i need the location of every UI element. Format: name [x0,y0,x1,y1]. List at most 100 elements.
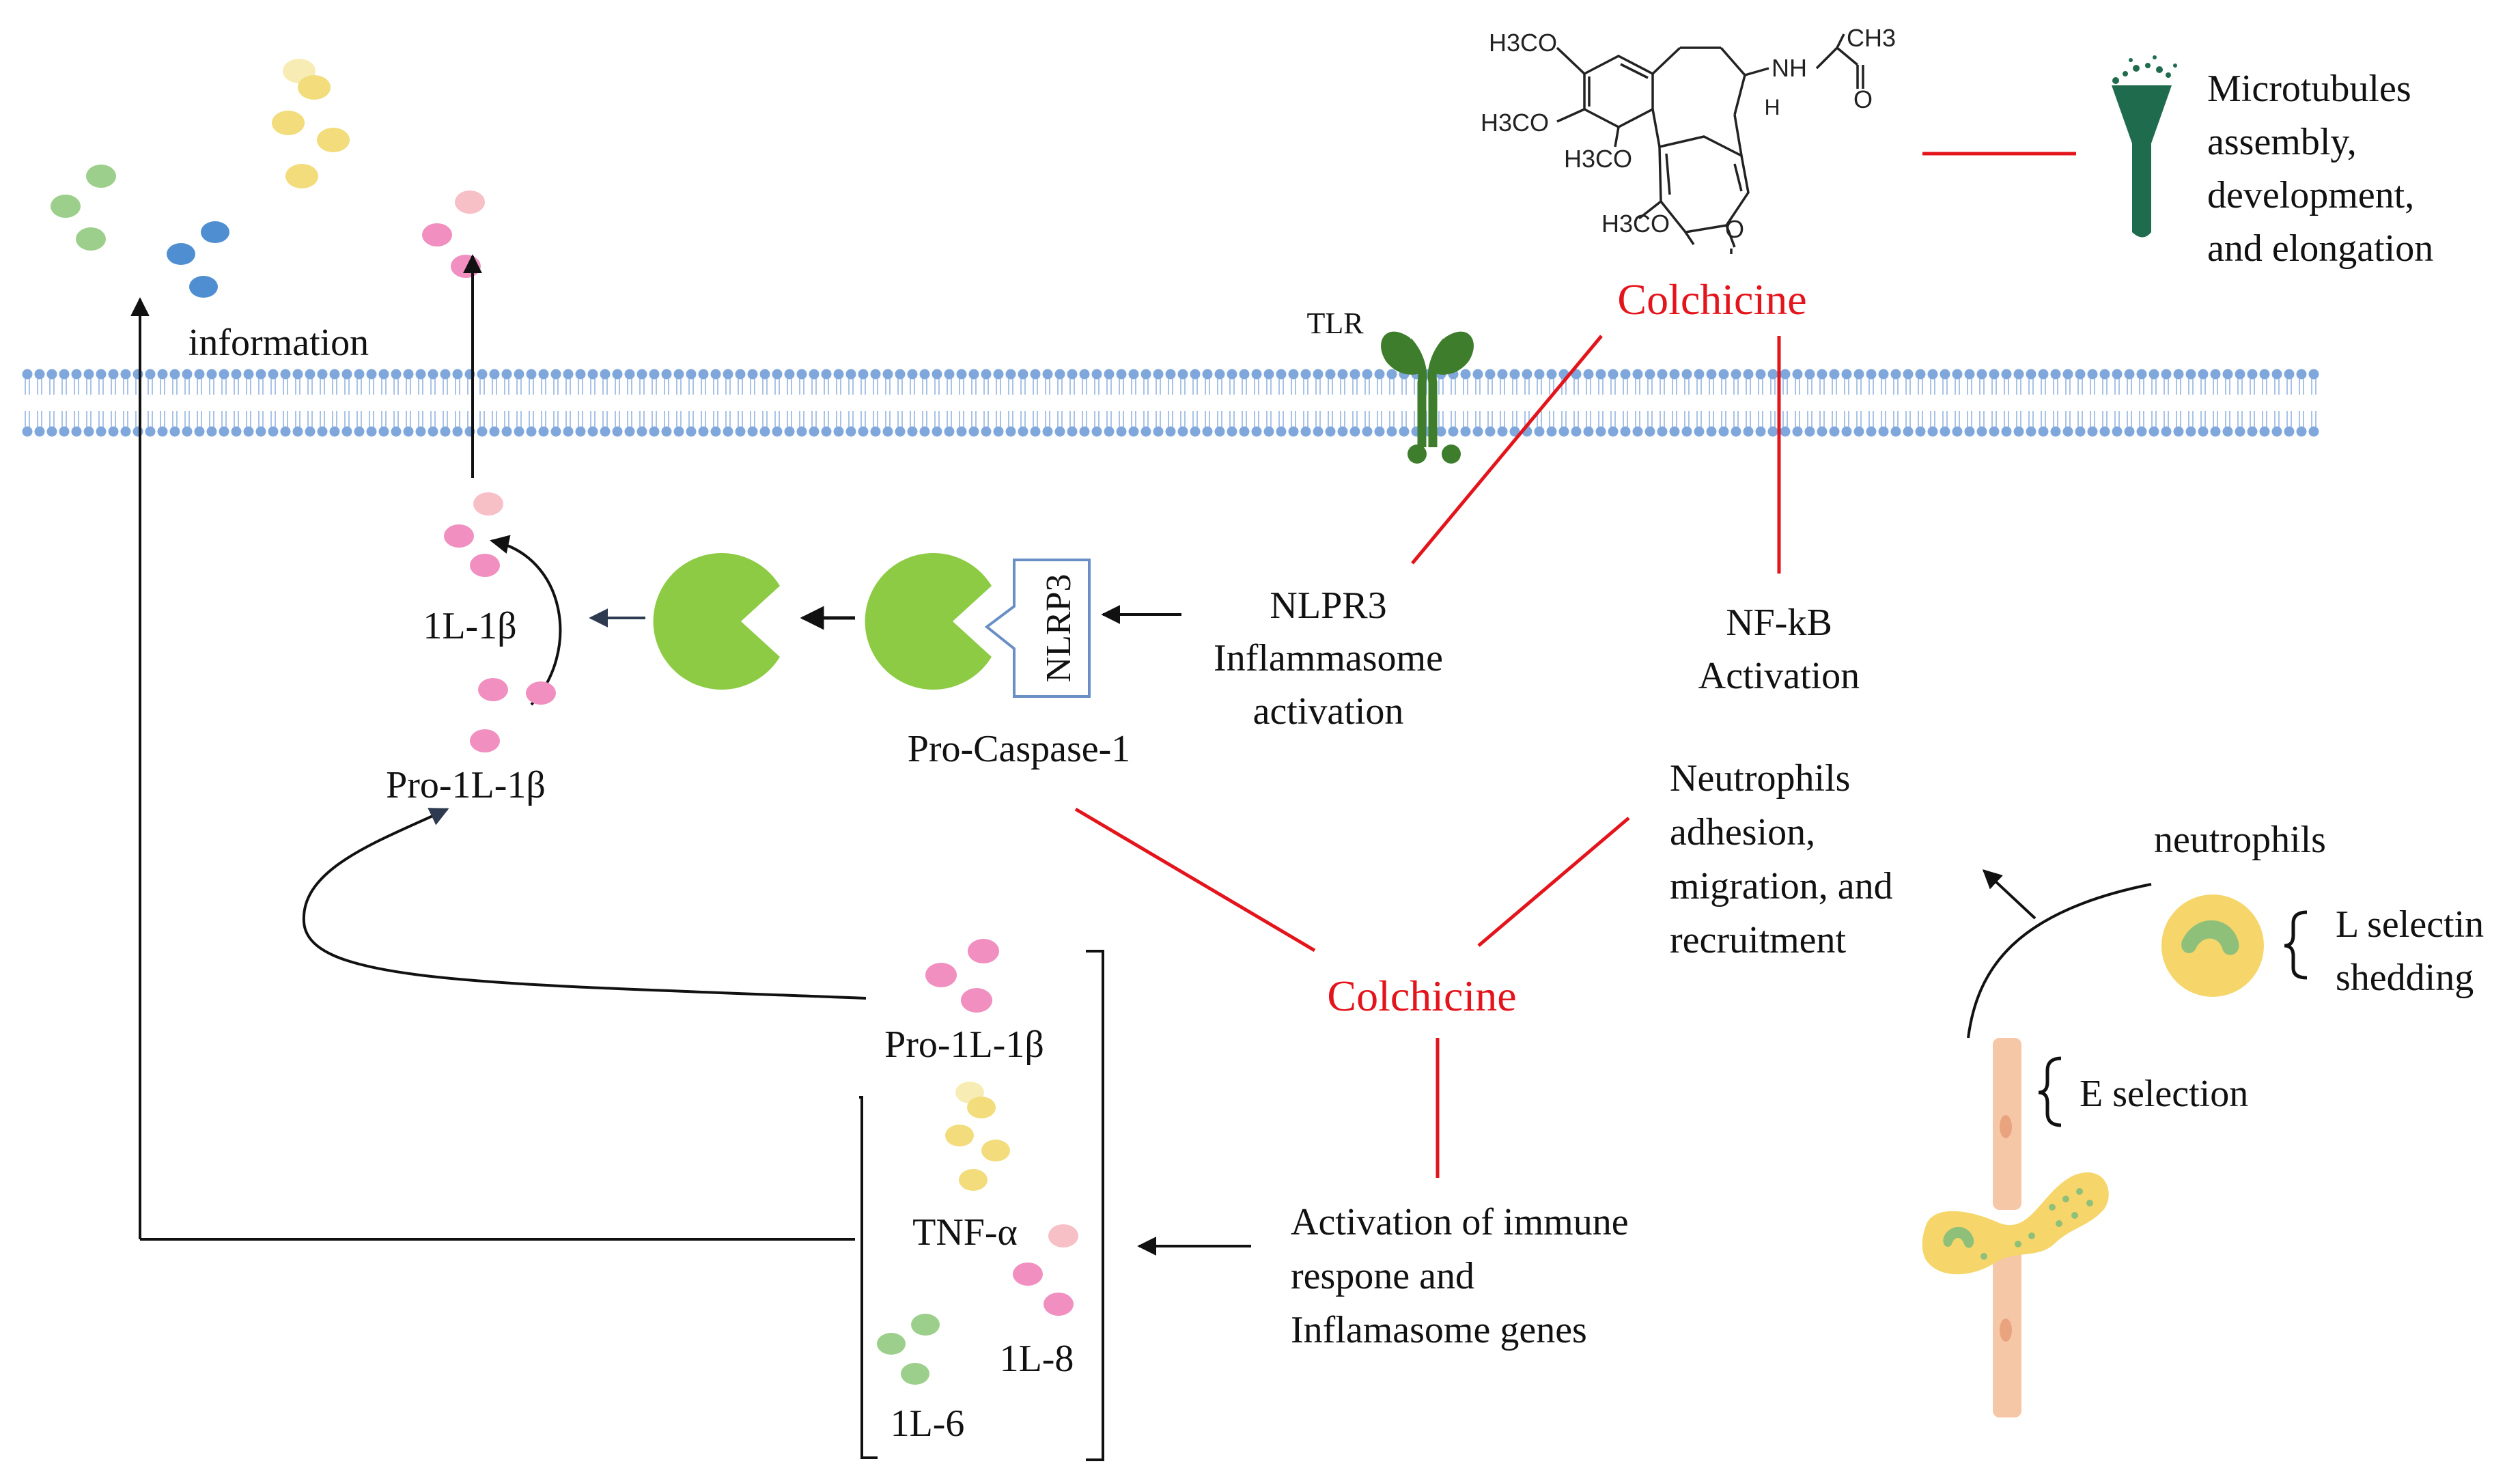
tlr-receptor-icon [1381,331,1474,464]
methyl-group: CH3 [1847,24,1896,52]
pink-cytokine [470,729,500,752]
pro-caspase-label: Pro-Caspase-1 [908,728,1131,770]
nlrp3-box: NLRP3 [984,559,1091,698]
pink-cytokine [1013,1263,1043,1286]
stereo-hydrogen: H [1764,95,1780,119]
pink-cytokine [478,678,508,701]
nlrp3-box-label: NLRP3 [1039,574,1078,683]
pro-il1b-lower-cluster [925,939,999,1013]
colchicine-structure-icon [1556,33,1864,254]
pink-cytokine [961,988,992,1013]
l-selectin-label: L selectin shedding [2336,903,2484,999]
l-selectin-brace [2284,910,2308,980]
cytokine-bracket [859,950,1104,1461]
svg-text:recruitment: recruitment [1670,919,1847,961]
svg-text:Neutrophils: Neutrophils [1670,757,1850,800]
cell-membrane [22,369,2319,437]
green-cytokine [86,165,116,188]
pro-caspase-icon [865,553,992,690]
microtubule-icon [2112,55,2177,238]
extracellular-cytokines [51,59,485,298]
pro-il1b-lower-label: Pro-1L-1β [884,1024,1044,1066]
endothelial-cell-icon [1922,1038,2109,1417]
pink-cytokine [473,492,503,516]
svg-text:Inflamasome genes: Inflamasome genes [1291,1309,1587,1351]
methoxy-group: H3CO [1481,109,1549,137]
nfkb-activation-label: NF-kB Activation [1698,602,1860,697]
neutrophil-recruitment-arrow [1982,869,2036,920]
blue-cytokine [201,221,229,243]
yellow-cytokine [945,1125,974,1146]
microtubules-label: Microtubules assembly, development, and … [2207,68,2433,270]
methoxy-group: H3CO [1489,29,1557,57]
neutrophil-inhibition-line [1477,817,1630,947]
e-selection-label: E selection [2080,1073,2248,1115]
caspase-icon [653,553,780,690]
caspase-inhibition-line [1074,807,1316,953]
methoxy-group: H3CO [1564,145,1632,173]
blue-cytokine [167,243,195,265]
svg-text:Microtubules: Microtubules [2207,68,2411,110]
ketone-oxygen: O [1725,215,1744,243]
pink-cytokine [422,223,452,246]
svg-text:adhesion,: adhesion, [1670,811,1815,854]
neutrophils-process-label: Neutrophils adhesion, migration, and rec… [1670,757,1893,961]
il1b-label: 1L-1β [423,605,516,647]
e-selection-brace [2038,1056,2062,1127]
neutrophil-cell-icon [2161,894,2264,997]
svg-text:and elongation: and elongation [2207,227,2433,270]
pink-cytokine [455,191,485,214]
green-cytokine [76,227,106,251]
neutrophils-label: neutrophils [2154,819,2326,861]
pink-cytokine [925,963,957,987]
colchicine-structure-text: H3CO H3CO H3CO H3CO NH CH3 O O H [1481,24,1896,243]
colchicine-top-label: Colchicine [1617,275,1806,324]
yellow-cytokine [981,1140,1010,1161]
svg-text:development,: development, [2207,174,2414,216]
pink-cytokine [470,554,500,577]
pro-il1b-transport-arrow [302,808,867,1000]
nlrp3-inhibition-line [1411,335,1603,565]
immune-activation-label: Activation of immune respone and Inflama… [1291,1201,1629,1351]
amide-group: NH [1772,54,1807,82]
svg-text:shedding: shedding [2336,957,2474,999]
svg-text:Activation: Activation [1698,655,1860,697]
methoxy-group: H3CO [1601,210,1670,238]
svg-text:migration, and: migration, and [1670,865,1893,907]
tnf-cluster [945,1082,1010,1191]
svg-text:NF-kB: NF-kB [1726,602,1832,644]
pink-cytokine [451,255,481,278]
green-cytokine [877,1333,906,1355]
il8-cluster [1013,1224,1078,1316]
il1b-cluster [444,492,503,577]
nlrp3-activation-label: NLPR3 Inflammasome activation [1214,584,1443,733]
svg-text:L selectin: L selectin [2336,903,2484,946]
pink-cytokine [1048,1224,1078,1247]
pro-il1b-upper-label: Pro-1L-1β [386,764,546,806]
green-cytokine [51,195,81,218]
yellow-cytokine [298,75,331,100]
green-cytokine [911,1314,940,1336]
il6-label: 1L-6 [891,1402,965,1445]
yellow-cytokine [967,1097,996,1118]
pink-cytokine [968,939,999,963]
svg-text:NLPR3: NLPR3 [1270,584,1386,627]
il6-cluster [877,1314,940,1385]
svg-text:activation: activation [1253,690,1404,733]
yellow-cytokine [285,164,318,188]
yellow-cytokine [272,111,305,135]
blue-cytokine [189,276,218,298]
yellow-cytokine [317,128,350,152]
pink-cytokine [526,681,556,705]
green-cytokine [901,1363,929,1385]
il8-label: 1L-8 [1000,1338,1074,1380]
yellow-cytokine [959,1169,988,1191]
carbonyl-oxygen: O [1853,85,1873,113]
tlr-label: TLR [1306,307,1364,340]
information-label: information [188,322,369,364]
neutrophil-migration-curve [1967,883,2152,1039]
pro-il1b-cluster [470,678,556,752]
pink-cytokine [1044,1293,1074,1316]
